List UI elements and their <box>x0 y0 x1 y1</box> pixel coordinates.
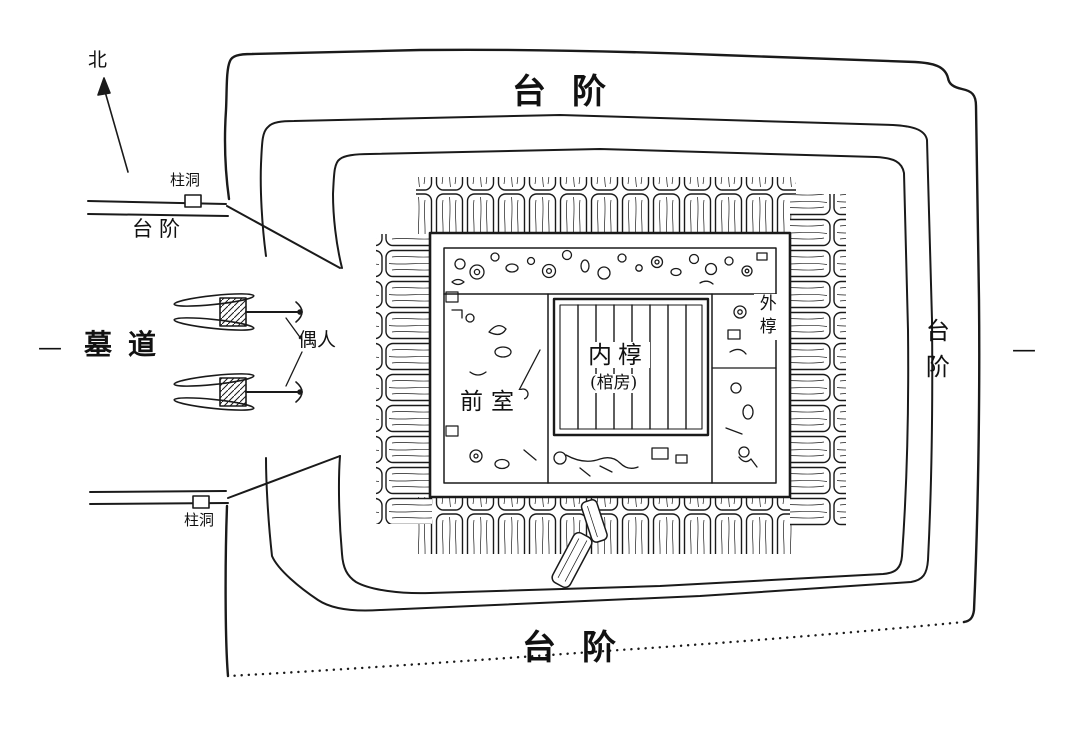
label-inner-coffin: 内椁 <box>586 341 650 369</box>
label-inner-coffin-note: (棺房) <box>588 373 640 393</box>
label-steps-top: 台阶 <box>512 72 632 112</box>
label-front-chamber: 前室 <box>458 389 524 416</box>
label-steps-right: 台阶 <box>921 318 950 390</box>
fallen-log-1 <box>551 531 593 589</box>
log-wall-bottom <box>416 497 796 554</box>
pit-outline <box>223 48 981 624</box>
pit-contour-2 <box>259 114 934 612</box>
label-north: 北 <box>88 49 108 71</box>
pit-contour-3 <box>332 148 910 595</box>
label-section-dash-left: — <box>38 333 62 361</box>
log-wall-right <box>790 194 846 528</box>
label-figurines: 偶人 <box>298 329 337 351</box>
front-chamber-pointer <box>515 349 541 397</box>
label-steps-left: 台阶 <box>132 217 186 241</box>
log-wall-left <box>376 234 432 524</box>
artifacts-right <box>725 305 758 468</box>
fallen-log-2 <box>580 499 608 543</box>
label-tomb-passage: 墓道 <box>84 328 173 361</box>
post-hole-top-marker <box>184 194 202 208</box>
post-hole-bottom-marker <box>192 495 210 509</box>
label-section-dash-right: — <box>1012 335 1036 363</box>
chariot-figurine-1 <box>173 293 303 331</box>
artifacts-bottom <box>469 447 688 477</box>
log-wall-top <box>416 177 796 234</box>
pit-outline-dotted-edge <box>226 620 966 678</box>
label-outer-coffin: 外椁 <box>754 294 777 340</box>
chariot-figurine-2 <box>173 373 303 411</box>
artifacts-top <box>451 249 768 286</box>
label-steps-bottom: 台阶 <box>522 628 642 668</box>
label-post-hole-top: 柱洞 <box>170 171 201 189</box>
north-arrow <box>97 77 129 173</box>
pit-outline-lower-left <box>224 504 230 678</box>
label-post-hole-bottom: 柱洞 <box>184 511 215 529</box>
figurines-pointer-lines <box>285 317 303 387</box>
passage-walls <box>87 200 341 505</box>
